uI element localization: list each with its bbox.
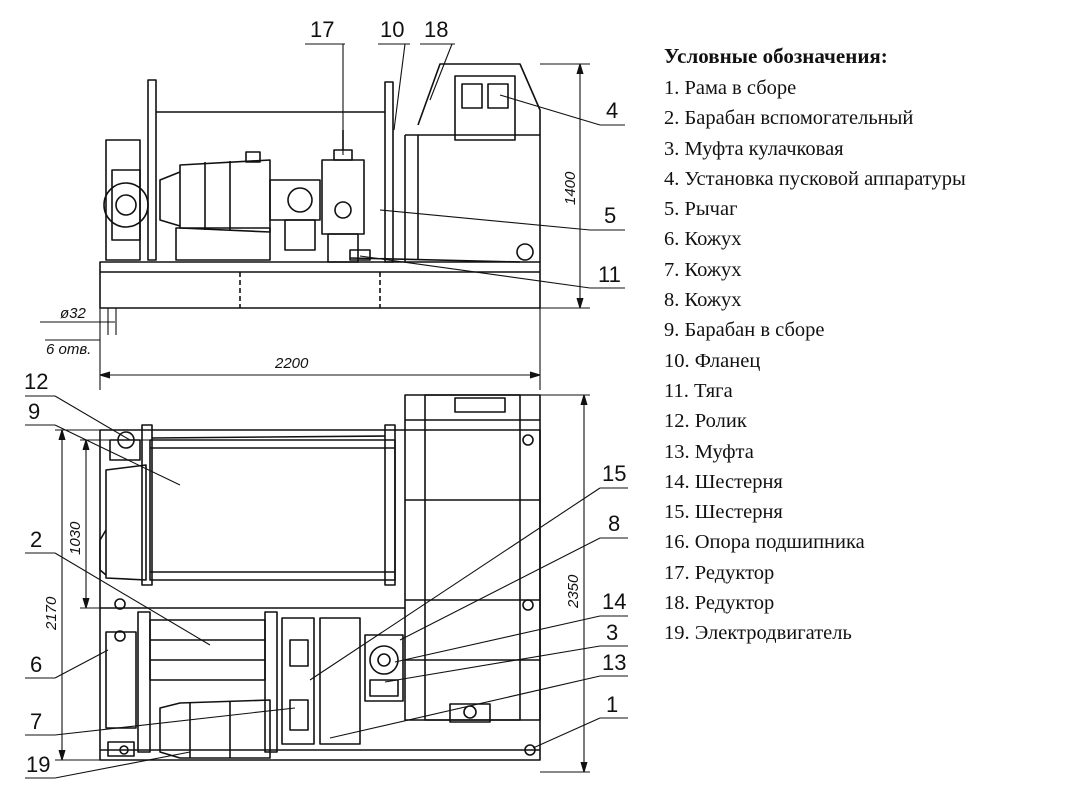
legend-item: 7. Кожух — [664, 258, 742, 281]
dim-1400: 1400 — [562, 171, 579, 205]
legend-item: 14. Шестерня — [664, 470, 783, 493]
dim-1030: 1030 — [67, 521, 84, 555]
legend-item: 8. Кожух — [664, 289, 742, 312]
side-view — [99, 63, 541, 309]
dim-2170: 2170 — [43, 596, 60, 631]
callout-6: 6 — [30, 652, 42, 677]
callout-3: 3 — [606, 620, 618, 645]
callout-18: 18 — [424, 17, 448, 42]
legend-item: 16. Опора подшипника — [664, 531, 865, 554]
dim-2350: 2350 — [565, 574, 582, 609]
dim-2200: 2200 — [274, 355, 309, 372]
dim-hole-count: 6 отв. — [46, 341, 91, 358]
callout-1: 1 — [606, 692, 618, 717]
callout-17: 17 — [310, 17, 334, 42]
dim-hole-diameter: ø32 — [60, 305, 87, 322]
callout-4: 4 — [606, 98, 618, 123]
legend-item: 15. Шестерня — [664, 501, 783, 524]
callout-12: 12 — [24, 369, 48, 394]
legend-item: 2. Барабан вспомогательный — [664, 107, 914, 130]
legend-item: 12. Ролик — [664, 410, 747, 433]
legend-item: 4. Установка пусковой аппаратуры — [664, 167, 966, 190]
legend-title: Условные обозначения: — [664, 44, 888, 68]
callout-9: 9 — [28, 399, 40, 424]
legend-item: 6. Кожух — [664, 228, 742, 251]
dimension-labels: 1400 2200 ø32 6 отв. 2170 1030 2350 — [43, 171, 582, 631]
callout-10: 10 — [380, 17, 404, 42]
legend-item: 11. Тяга — [664, 379, 733, 402]
legend-item: 10. Фланец — [664, 349, 761, 372]
callout-labels: 17 10 18 4 5 11 12 9 15 8 2 14 3 13 6 7 … — [24, 17, 626, 777]
legend-list: 1. Рама в сборе 2. Барабан вспомогательн… — [664, 73, 1089, 649]
callout-8: 8 — [608, 511, 620, 536]
winch-technical-drawing: 17 10 18 4 5 11 12 9 15 8 2 14 3 13 6 7 … — [24, 17, 628, 779]
callout-15: 15 — [602, 461, 626, 486]
legend-item: 3. Муфта кулачковая — [664, 137, 844, 160]
legend-item: 9. Барабан в сборе — [664, 319, 825, 342]
legend-item: 5. Рычаг — [664, 198, 738, 221]
callout-19: 19 — [26, 752, 50, 777]
legend-item: 1. Рама в сборе — [664, 77, 797, 99]
legend-item: 17. Редуктор — [664, 561, 775, 584]
legend-item: 13. Муфта — [664, 440, 754, 463]
legend-item: 19. Электродвигатель — [664, 622, 852, 645]
callout-7: 7 — [30, 709, 42, 734]
callout-5: 5 — [604, 203, 616, 228]
callout-14: 14 — [602, 589, 626, 614]
callout-2: 2 — [30, 527, 42, 552]
callout-13: 13 — [602, 650, 626, 675]
legend-item: 18. Редуктор — [664, 592, 775, 615]
legend: Условные обозначения: 1. Рама в сборе 2.… — [664, 44, 1089, 649]
callout-11: 11 — [598, 262, 621, 287]
